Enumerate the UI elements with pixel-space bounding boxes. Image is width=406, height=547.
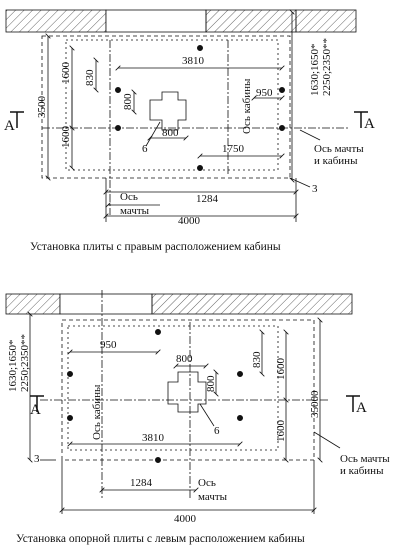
dim-1600b-top: 1600 (60, 126, 72, 149)
dim-950-top: 950 (256, 87, 273, 99)
section-a-right-top: А (364, 116, 375, 132)
mast-cabin-axis-1-top: Ось мачты (314, 143, 364, 155)
ref-6-top: 6 (142, 143, 148, 155)
dim-4000-bottom: 4000 (174, 513, 197, 525)
mast-axis-1-top: Ось (120, 191, 138, 203)
mast-base-bottom (167, 371, 207, 413)
wall-opening (105, 9, 207, 33)
dim-800h-top: 800 (162, 127, 179, 139)
plate-outline-bottom (61, 319, 315, 461)
ref-3-top: 3 (312, 183, 318, 195)
dim-830-bottom: 830 (251, 351, 263, 368)
dim-950-bottom: 950 (100, 339, 117, 351)
dim-35000-bottom: 35000 (309, 390, 321, 418)
caption-bottom: Установка опорной плиты с левым располож… (16, 533, 305, 545)
dim-1600a-top: 1600 (60, 62, 72, 85)
wall-hatch-right-bottom (151, 293, 353, 315)
mast-axis-2-top: мачты (120, 205, 150, 217)
mast-axis-2-bottom: мачты (198, 491, 228, 503)
section-a-right-bottom: А (356, 400, 367, 416)
bolt-holes-bottom (67, 328, 243, 463)
dim-4000-top: 4000 (178, 215, 201, 227)
ref-6-bottom: 6 (214, 425, 220, 437)
mast-cabin-axis-1-bottom: Ось мачты (340, 453, 390, 465)
cabin-area (65, 39, 279, 171)
dim-3810-bottom: 3810 (142, 432, 165, 444)
top-drawing (5, 9, 368, 222)
dim-800h-bottom: 800 (176, 353, 193, 365)
dim-1750-top: 1750 (222, 143, 245, 155)
ref-3-bottom: 3 (34, 453, 40, 465)
pit-size-bottom: 1630;1650* (7, 339, 19, 392)
dim-1284-top: 1284 (196, 193, 219, 205)
dim-3810-top: 3810 (182, 55, 205, 67)
wall-hatch-left (5, 9, 107, 33)
dim-1600b-bottom: 1600 (275, 420, 287, 443)
mast-base (149, 91, 187, 131)
wall-hatch-left-bottom (5, 293, 61, 315)
pit-size2-top: 2250;2350** (321, 38, 333, 96)
dim-830-top: 830 (84, 69, 96, 86)
section-a-left-bottom: А (30, 402, 41, 418)
dim-1600a-bottom: 1600 (275, 358, 287, 381)
bottom-drawing (5, 290, 360, 514)
dim-800v-bottom: 800 (205, 375, 217, 392)
cabin-area-bottom (67, 325, 279, 451)
pit-size-top: 1630;1650* (309, 43, 321, 96)
cabin-axis-label-bottom: Ось кабины (91, 384, 103, 440)
wall-hatch-middle (205, 9, 297, 33)
mast-cabin-axis-2-top: и кабины (314, 155, 358, 167)
cabin-axis-label-top: Ось кабины (241, 78, 253, 134)
dim-3500-top: 3500 (36, 96, 48, 119)
dim-800v-top: 800 (122, 93, 134, 110)
caption-top: Установка плиты с правым расположением к… (30, 241, 281, 253)
mast-cabin-axis-2-bottom: и кабины (340, 465, 384, 477)
wall-opening-bottom (59, 293, 153, 315)
bolt-holes (115, 45, 285, 171)
dim-1284-bottom: 1284 (130, 477, 153, 489)
wall-hatch-right (295, 9, 357, 33)
pit-size2-bottom: 2250;2350** (19, 334, 31, 392)
mast-axis-1-bottom: Ось (198, 477, 216, 489)
section-a-left-top: А (4, 118, 15, 134)
